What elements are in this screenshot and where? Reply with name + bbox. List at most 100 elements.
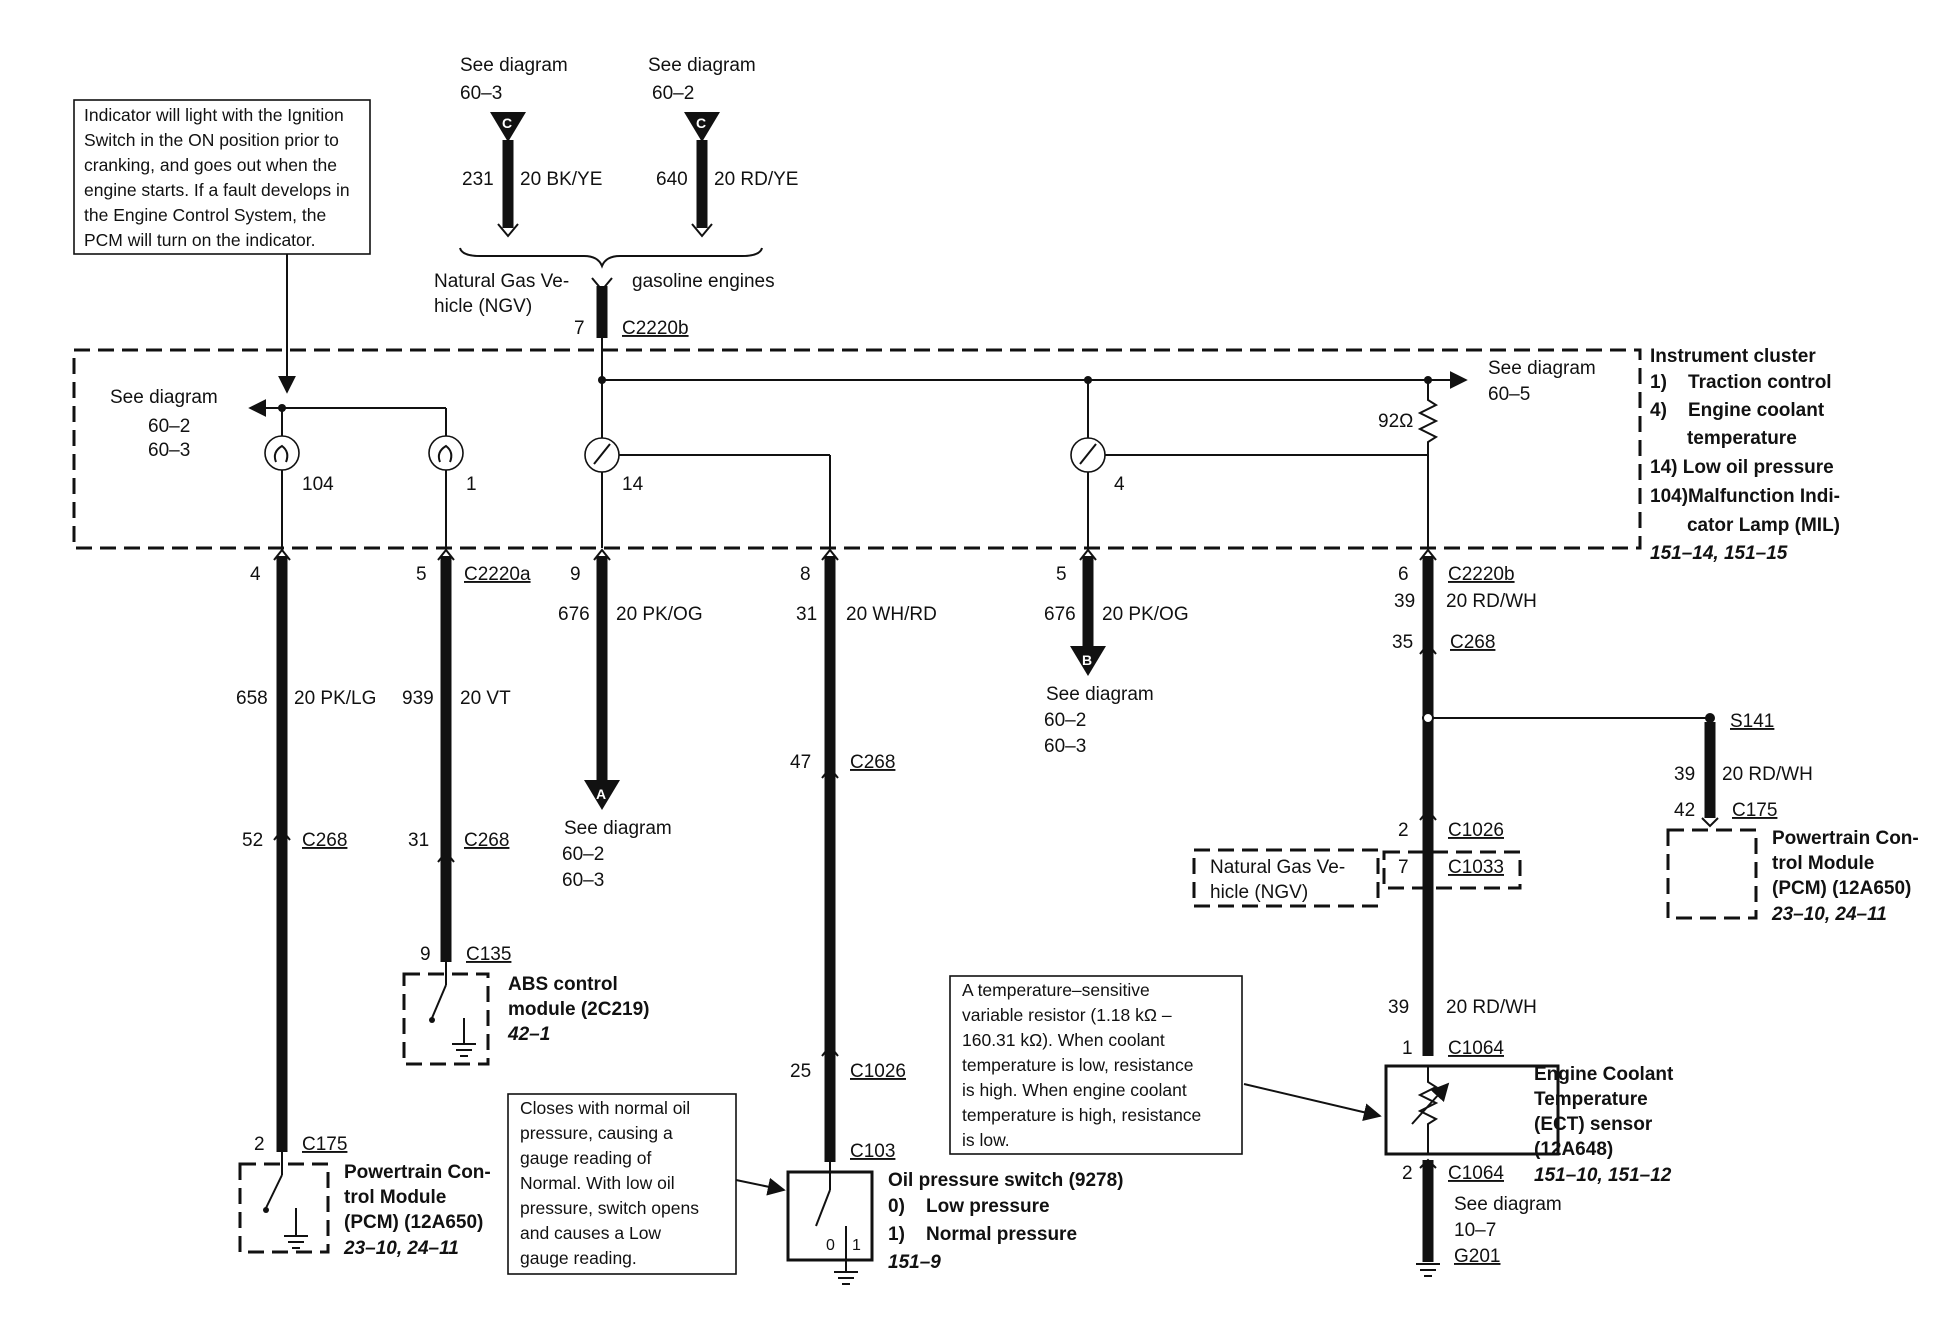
connector-letter: B: [1082, 652, 1092, 668]
pin-number: 7: [1398, 857, 1409, 878]
connector-label: C175: [1732, 800, 1777, 821]
component-ref: 23–10, 24–11: [343, 1238, 459, 1259]
wire-spec: 20 VT: [460, 688, 511, 709]
ect-note-line: temperature is low, resistance: [962, 1055, 1194, 1075]
pin-number: 5: [1056, 564, 1067, 585]
wire-spec: 20 WH/RD: [846, 604, 937, 625]
diagram-ref: 60–3: [148, 440, 190, 461]
component-item: 1) Normal pressure: [888, 1224, 1077, 1245]
connector-label: C268: [850, 752, 895, 773]
oil-note-line: pressure, causing a: [520, 1123, 673, 1143]
lamp-icon: [264, 435, 300, 471]
splice-dot: [1705, 713, 1715, 723]
component-item: 0) Low pressure: [888, 1196, 1050, 1217]
filament: [273, 444, 289, 463]
circuit-number: 231: [462, 169, 494, 190]
diagram-ref: 10–7: [1454, 1220, 1496, 1241]
pin-number: 2: [1402, 1163, 1413, 1184]
circuit-number: 658: [236, 688, 268, 709]
pin-number: 8: [800, 564, 811, 585]
connector-label: C2220a: [464, 564, 531, 585]
cluster-item: 104)Malfunction Indi-: [1650, 486, 1840, 507]
connector-label: C2220b: [1448, 564, 1515, 585]
pin-number: 1: [1402, 1038, 1413, 1059]
connector-letter: A: [596, 786, 606, 802]
pcm-box: [1666, 828, 1758, 920]
switch-position: 0: [826, 1237, 835, 1254]
see-diagram-label: See diagram: [648, 55, 756, 76]
switch-icon: [815, 1189, 831, 1227]
wire-end: [497, 223, 519, 238]
filament: [437, 444, 453, 463]
cluster-item: 4) Engine coolant: [1650, 400, 1825, 421]
ground-icon: [284, 1235, 308, 1249]
component-name: trol Module: [1772, 853, 1874, 874]
circuit-939: 5 C2220a 939 20 VT 31 C268 9 C135: [402, 548, 531, 965]
connector-a-icon: [584, 780, 620, 810]
circuit-number: 39: [1388, 997, 1409, 1018]
component-ref: 151–9: [888, 1252, 941, 1273]
circuit-number: 676: [558, 604, 590, 625]
circuit-number: 39: [1394, 591, 1415, 612]
component-name: ABS control: [508, 974, 618, 995]
cluster-item: temperature: [1650, 428, 1797, 449]
gauge-needle: [1079, 443, 1097, 465]
pin-number: 31: [408, 830, 429, 851]
cluster-refs: 151–14, 151–15: [1650, 543, 1788, 564]
cluster-boundary: [72, 348, 1642, 550]
connector-label: C1064: [1448, 1163, 1504, 1184]
pin-number: 2: [254, 1134, 265, 1155]
connector-label: C268: [1450, 632, 1495, 653]
pin-number: 35: [1392, 632, 1413, 653]
indicator-note-line: the Engine Control System, the: [84, 205, 326, 225]
oil-note-line: gauge reading of: [520, 1148, 651, 1168]
circuit-number: 31: [796, 604, 817, 625]
oil-switch-note: Closes with normal oil pressure, causing…: [507, 1093, 786, 1275]
ect-sensor: Engine Coolant Temperature (ECT) sensor …: [1384, 1064, 1674, 1277]
variable-arrow: [1411, 1082, 1450, 1125]
component-name: trol Module: [344, 1187, 446, 1208]
diagram-ref: 60–3: [460, 83, 502, 104]
indicator-note-line: engine starts. If a fault develops in: [84, 180, 350, 200]
abs-box: [402, 972, 490, 1066]
oil-note-line: and causes a Low: [520, 1223, 661, 1243]
see-diagram-label: See diagram: [460, 55, 568, 76]
ngv-label: Natural Gas Ve-: [434, 271, 569, 292]
diagram-ref: 60–3: [1044, 736, 1086, 757]
oil-note-line: pressure, switch opens: [520, 1198, 699, 1218]
indicator-number: 4: [1114, 474, 1125, 495]
wire-spec: 20 BK/YE: [520, 169, 602, 190]
pin-number: 9: [420, 944, 431, 965]
indicator-note-line: Indicator will light with the Ignition: [84, 105, 344, 125]
oil-pressure-switch: 0 1 Oil pressure switch (9278) 0) Low pr…: [786, 1162, 1124, 1285]
connector-label: C1026: [1448, 820, 1504, 841]
ect-note-line: A temperature–sensitive: [962, 980, 1150, 1000]
component-ref: 151–10, 151–12: [1534, 1165, 1672, 1186]
gasoline-label: gasoline engines: [632, 271, 775, 292]
connector-label: C1064: [1448, 1038, 1504, 1059]
ect-note-line: temperature is high, resistance: [962, 1105, 1201, 1125]
option-bracket: [459, 247, 763, 269]
top-references: See diagram 60–3 See diagram 60–2 C 231 …: [434, 55, 798, 339]
connector-c-icon: [684, 112, 720, 142]
connector-letter: C: [502, 115, 512, 131]
ect-box: [1384, 1064, 1560, 1156]
connector-label: C1026: [850, 1061, 906, 1082]
instrument-cluster: See diagram 60–5 See diagram 60–2 60–3 1…: [72, 338, 1840, 564]
splice-dot: [1422, 712, 1434, 724]
cluster-item: cator Lamp (MIL): [1650, 515, 1840, 536]
component-name: Powertrain Con-: [1772, 828, 1919, 849]
wire-spec: 20 RD/WH: [1722, 764, 1813, 785]
ground-label: G201: [1454, 1246, 1500, 1267]
component-ref: 23–10, 24–11: [1771, 904, 1887, 925]
indicator-note-line: Switch in the ON position prior to: [84, 130, 339, 150]
circuit-number: 640: [656, 169, 688, 190]
connector-label: C135: [466, 944, 511, 965]
s141-branch: 39 20 RD/WH 42 C175 Powertrain Con- trol…: [1666, 722, 1919, 925]
abs-module: ABS control module (2C219) 42–1: [402, 962, 649, 1066]
component-name: Temperature: [1534, 1089, 1648, 1110]
pin-number: 42: [1674, 800, 1695, 821]
splice-dot: [598, 376, 606, 384]
switch-icon: [431, 984, 447, 1019]
pin-number: 52: [242, 830, 263, 851]
